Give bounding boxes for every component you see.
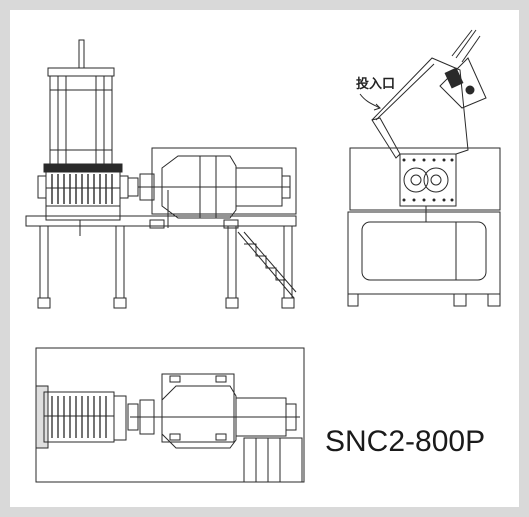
side-view (347, 29, 501, 307)
side-body (349, 147, 501, 211)
top-stair-platform (243, 437, 303, 483)
front-table-top (25, 215, 297, 227)
front-hopper-cap (47, 67, 115, 77)
front-cylinder-rod (78, 39, 85, 69)
inlet-arrow (359, 93, 381, 109)
side-cutter-housing (399, 153, 457, 207)
side-cylinder-housing (439, 57, 487, 109)
front-cutter-box (45, 171, 121, 207)
front-discharge (45, 205, 121, 221)
top-gearbox (161, 385, 237, 449)
front-motor-base (151, 147, 297, 215)
inlet-label: 投入口 (356, 76, 395, 92)
drawing-sheet (10, 10, 519, 507)
top-cutter-box (43, 391, 115, 443)
side-base-inner (361, 221, 487, 281)
front-coupling-a (127, 177, 139, 197)
side-hopper-left (371, 117, 401, 159)
top-gearbox-plate (161, 373, 235, 443)
side-hopper-lid (371, 57, 469, 155)
front-chamber-flange (43, 163, 123, 173)
front-bearing-left (37, 175, 47, 199)
front-bearing-right (119, 175, 129, 199)
top-view (35, 347, 305, 483)
front-gearbox (161, 155, 237, 219)
front-view (25, 39, 297, 309)
side-base-frame (347, 211, 501, 295)
side-rotor-left (403, 167, 429, 193)
model-number: SNC2-800P (325, 425, 486, 458)
side-rotor-right (423, 167, 449, 193)
front-motor-fan (281, 175, 291, 199)
front-hopper-body (49, 75, 113, 165)
front-stairs (237, 231, 297, 299)
